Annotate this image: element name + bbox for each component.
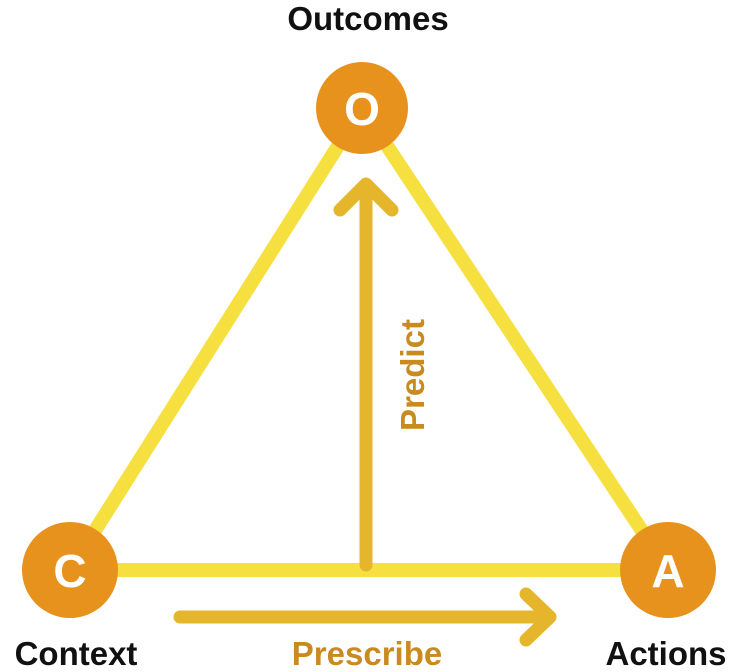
label-predict: Predict (394, 319, 431, 431)
node-actions: A (620, 522, 716, 618)
node-actions-letter: A (651, 545, 684, 597)
edge-outcomes-actions (355, 101, 675, 577)
node-context-letter: C (53, 545, 86, 597)
label-actions: Actions (605, 635, 726, 672)
node-context: C (22, 522, 118, 618)
predict-arrow-head (333, 177, 399, 217)
label-context: Context (15, 635, 138, 672)
prescribe-arrow-head (519, 587, 557, 647)
node-actions-circle (620, 522, 716, 618)
label-prescribe: Prescribe (292, 635, 442, 672)
node-outcomes-letter: O (344, 83, 380, 135)
label-outcomes: Outcomes (287, 0, 448, 37)
node-outcomes-circle (316, 62, 408, 154)
prescribe-arrow (173, 587, 557, 647)
node-context-circle (22, 522, 118, 618)
node-outcomes: O (316, 62, 408, 154)
predict-arrow (333, 177, 399, 572)
edge-context-outcomes (63, 101, 369, 577)
